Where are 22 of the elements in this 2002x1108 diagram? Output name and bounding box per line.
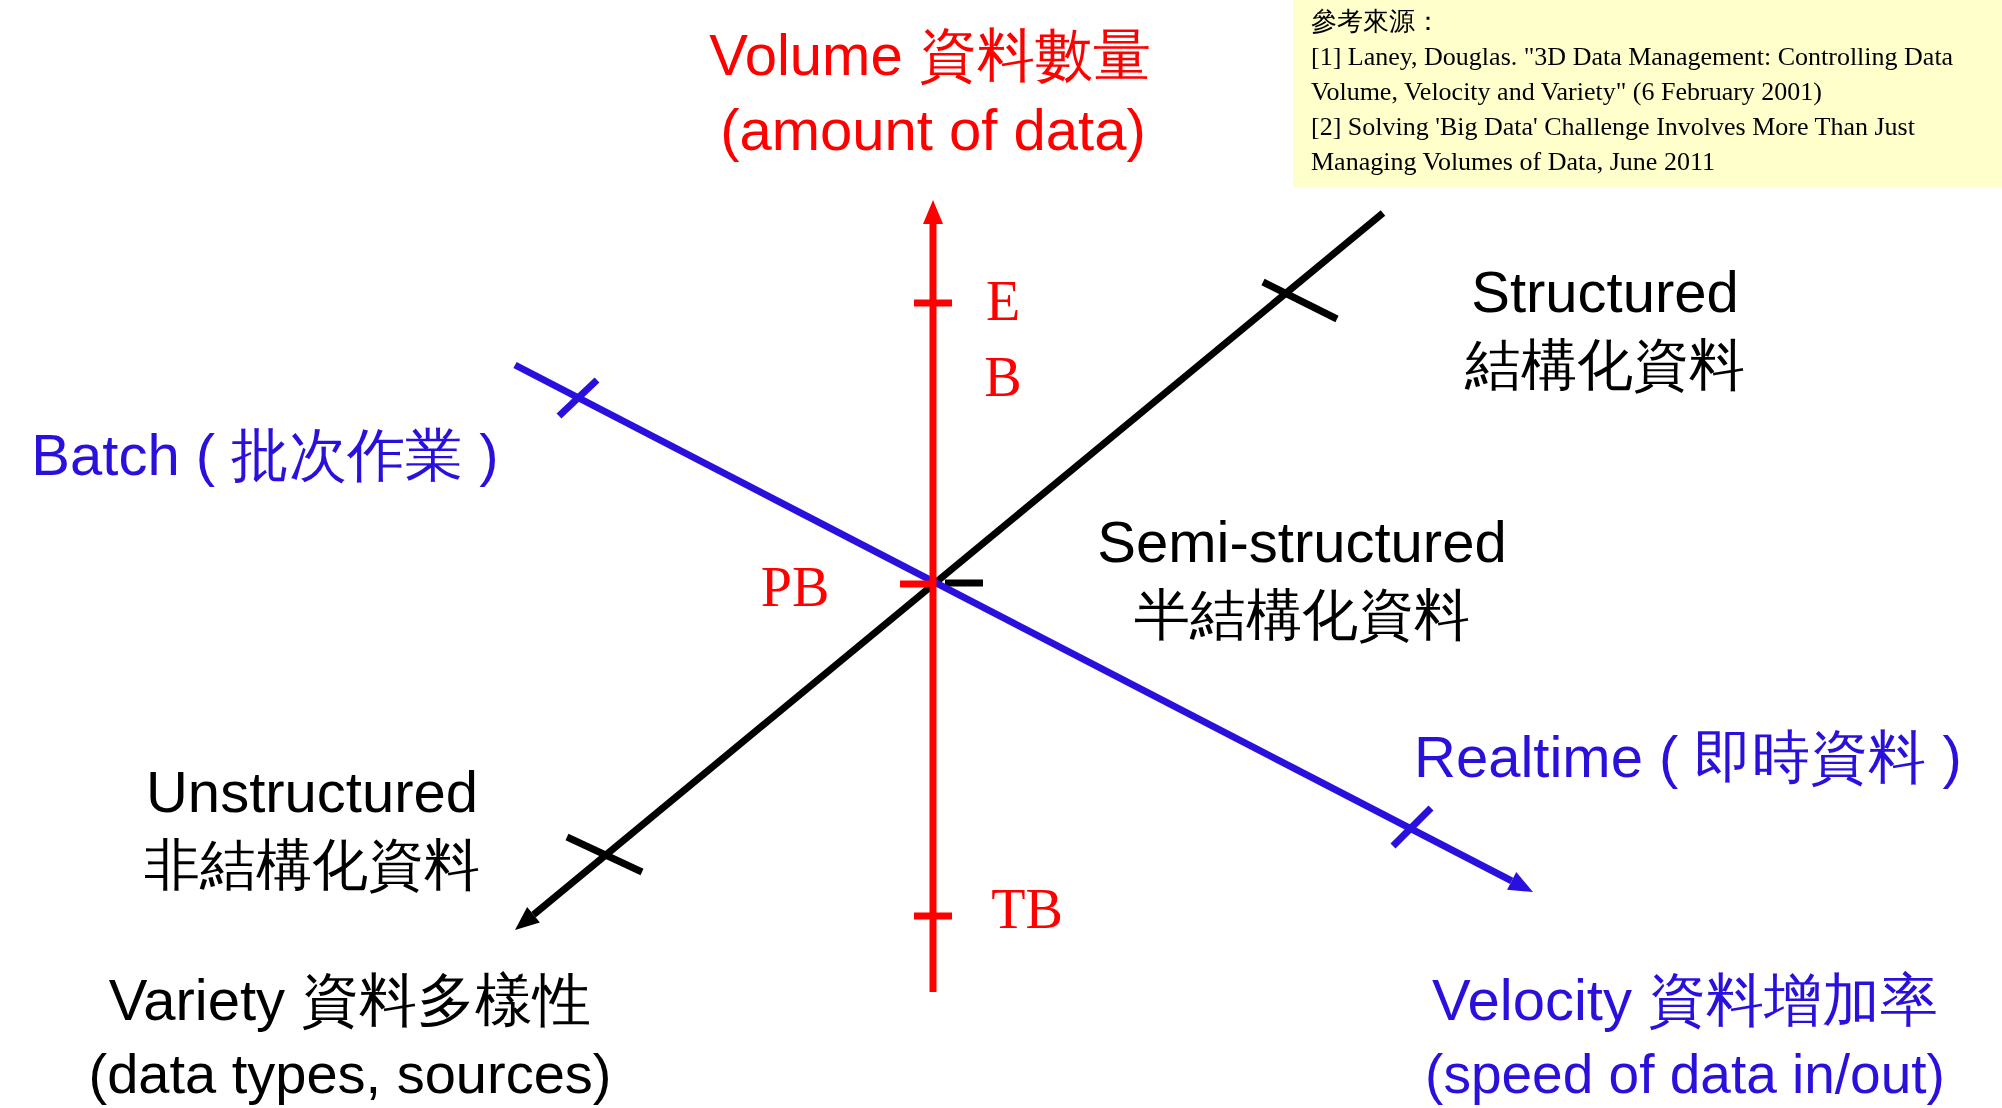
category-label: 結構化資料 — [1465, 334, 1745, 396]
category-label: 半結構化資料 — [1134, 584, 1470, 646]
axis-title: Volume 資料數量 — [709, 23, 1151, 87]
scale-label: E — [985, 271, 1021, 333]
category-label: Semi-structured — [1097, 510, 1507, 574]
scale-label: B — [984, 347, 1022, 409]
axis-title: Variety 資料多樣性 — [108, 968, 592, 1032]
reference-text: [2] Solving 'Big Data' Challenge Involves More Than Just Managing Volumes of Data, June 2011 — [1311, 111, 1916, 178]
axis-subtitle: (amount of data) — [720, 98, 1146, 162]
reference-note — [1293, 0, 2002, 188]
axis-title: Velocity 資料增加率 — [1432, 968, 1938, 1032]
axis-subtitle: (speed of data in/out) — [1425, 1043, 1945, 1105]
category-label: Unstructured — [146, 760, 478, 824]
reference-text: [1] Laney, Douglas. "3D Data Management: Controlling Data Volume, Velocity and Variety" (6 February 2001) — [1311, 41, 1955, 108]
category-label: Structured — [1471, 260, 1739, 324]
category-label: Realtime ( 即時資料 ) — [1414, 725, 1962, 789]
category-label: 非結構化資料 — [144, 834, 480, 896]
scale-label: PB — [760, 557, 830, 619]
scale-label: TB — [991, 879, 1063, 941]
axis-subtitle: (data types, sources) — [88, 1043, 612, 1105]
category-label: Batch ( 批次作業 ) — [31, 423, 499, 487]
note-heading: 參考來源： — [1311, 6, 1442, 38]
